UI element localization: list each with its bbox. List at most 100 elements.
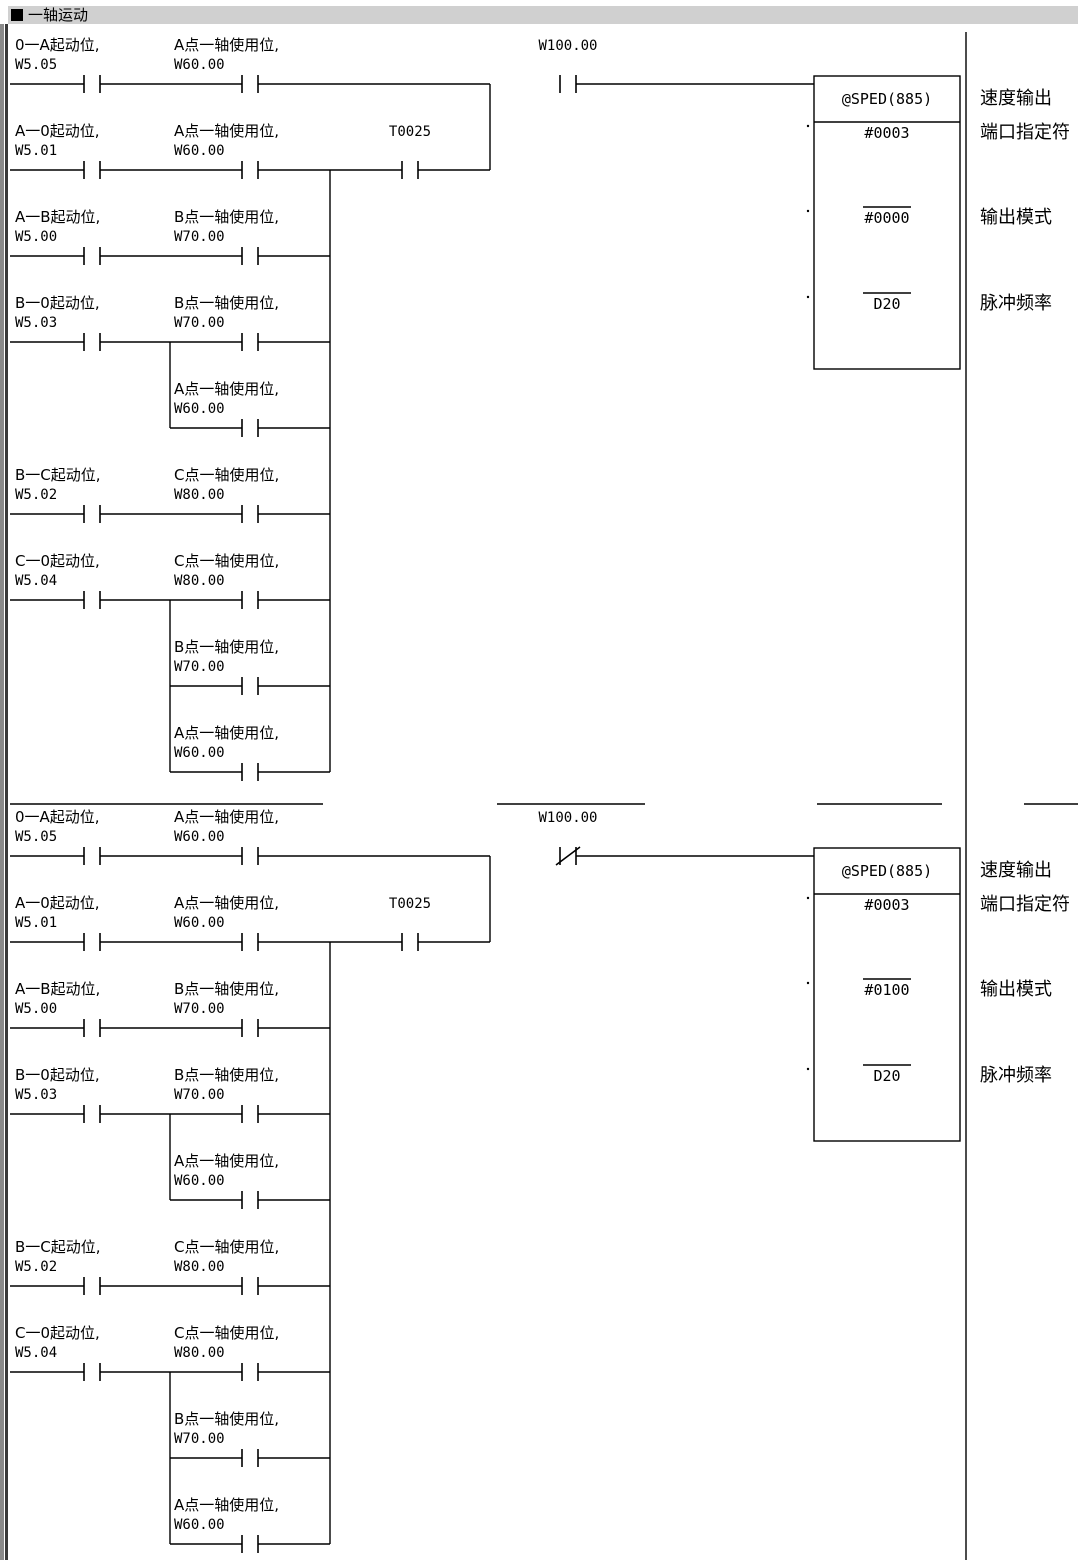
section-marker-icon xyxy=(11,9,23,21)
contact-W60-00[interactable] xyxy=(241,161,259,179)
contact-address: W60.00 xyxy=(174,1173,225,1189)
instruction-box[interactable] xyxy=(813,75,961,370)
contact-comment: A点一轴使用位, xyxy=(174,894,279,912)
left-gutter xyxy=(0,24,4,1560)
contact-comment: A点一轴使用位, xyxy=(174,808,279,826)
operand-comment: 输出模式 xyxy=(980,979,1052,1000)
contact-comment: C一0起动位, xyxy=(15,1324,100,1342)
contact-comment: B点一轴使用位, xyxy=(174,208,279,226)
contact-comment: A点一轴使用位, xyxy=(174,1152,279,1170)
operand-comment: 端口指定符 xyxy=(980,122,1070,143)
contact-comment: A点一轴使用位, xyxy=(174,724,279,742)
contact-W80-00[interactable] xyxy=(241,1277,259,1295)
contact-comment: A点一轴使用位, xyxy=(174,1496,279,1514)
contact-address: W70.00 xyxy=(174,1431,225,1447)
contact-W70-00[interactable] xyxy=(241,333,259,351)
contact-address: W70.00 xyxy=(174,1001,225,1017)
timer-contact[interactable] xyxy=(401,933,419,951)
operand-value: D20 xyxy=(873,1067,900,1085)
contact-W5-03[interactable] xyxy=(83,333,101,351)
contact-W5-00[interactable] xyxy=(83,247,101,265)
contact-comment: A一0起动位, xyxy=(15,122,100,140)
operand-marker xyxy=(806,1067,810,1071)
contact-W70-00[interactable] xyxy=(241,1019,259,1037)
contact-address: W5.04 xyxy=(15,1345,57,1361)
contact-W60-00[interactable] xyxy=(241,1191,259,1209)
contact-address: W70.00 xyxy=(174,315,225,331)
contact-W60-00[interactable] xyxy=(241,847,259,865)
instruction-comment: 速度输出 xyxy=(980,88,1052,109)
contact-W60-00[interactable] xyxy=(241,419,259,437)
contact-address: W5.02 xyxy=(15,487,57,503)
contact-address: W5.05 xyxy=(15,57,57,73)
contact-W5-04[interactable] xyxy=(83,591,101,609)
instruction-box[interactable] xyxy=(813,847,961,1142)
contact-comment: C点一轴使用位, xyxy=(174,1238,279,1256)
contact-comment: A一B起动位, xyxy=(15,980,100,998)
operand-comment: 脉冲频率 xyxy=(980,293,1052,314)
contact-W70-00[interactable] xyxy=(241,1449,259,1467)
contact-W5-01[interactable] xyxy=(83,161,101,179)
timer-contact[interactable] xyxy=(401,161,419,179)
contact-W5-05[interactable] xyxy=(83,75,101,93)
contact-W70-00[interactable] xyxy=(241,677,259,695)
contact-bar xyxy=(555,846,581,866)
operand-marker xyxy=(806,295,810,299)
contact-address: W60.00 xyxy=(174,915,225,931)
contact-address: W60.00 xyxy=(174,57,225,73)
contact-W60-00[interactable] xyxy=(241,75,259,93)
main-contact-no[interactable] xyxy=(559,75,577,93)
contact-W5-00[interactable] xyxy=(83,1019,101,1037)
contact-comment: B一0起动位, xyxy=(15,1066,100,1084)
contact-address: W5.01 xyxy=(15,143,57,159)
instruction-name: @SPED(885) xyxy=(842,90,932,108)
contact-comment: C点一轴使用位, xyxy=(174,466,279,484)
contact-W70-00[interactable] xyxy=(241,1105,259,1123)
timer-address: T0025 xyxy=(389,896,431,912)
contact-W70-00[interactable] xyxy=(241,247,259,265)
contact-address: W5.03 xyxy=(15,315,57,331)
contact-address: W5.05 xyxy=(15,829,57,845)
contact-address: W80.00 xyxy=(174,1345,225,1361)
contact-W80-00[interactable] xyxy=(241,1363,259,1381)
contact-W5-02[interactable] xyxy=(83,505,101,523)
operand-marker xyxy=(806,896,810,900)
contact-W5-04[interactable] xyxy=(83,1363,101,1381)
contact-W5-02[interactable] xyxy=(83,1277,101,1295)
left-power-rail xyxy=(5,24,8,1560)
contact-comment: A一B起动位, xyxy=(15,208,100,226)
contact-address: W80.00 xyxy=(174,1259,225,1275)
contact-W5-03[interactable] xyxy=(83,1105,101,1123)
contact-address: W70.00 xyxy=(174,229,225,245)
contact-comment: C点一轴使用位, xyxy=(174,552,279,570)
contact-comment: A点一轴使用位, xyxy=(174,380,279,398)
contact-comment: A点一轴使用位, xyxy=(174,122,279,140)
operand-marker xyxy=(806,209,810,213)
contact-address: W5.00 xyxy=(15,1001,57,1017)
timer-address: T0025 xyxy=(389,124,431,140)
contact-address: W60.00 xyxy=(174,401,225,417)
contact-W60-00[interactable] xyxy=(241,1535,259,1553)
contact-comment: A点一轴使用位, xyxy=(174,36,279,54)
main-contact-address: W100.00 xyxy=(538,810,597,826)
contact-address: W70.00 xyxy=(174,1087,225,1103)
operand-value: D20 xyxy=(873,295,900,313)
operand-comment: 脉冲频率 xyxy=(980,1065,1052,1086)
contact-address: W5.00 xyxy=(15,229,57,245)
contact-comment: B点一轴使用位, xyxy=(174,638,279,656)
contact-W5-01[interactable] xyxy=(83,933,101,951)
section-header[interactable]: 一轴运动 xyxy=(8,6,1078,24)
contact-W80-00[interactable] xyxy=(241,505,259,523)
contact-comment: B点一轴使用位, xyxy=(174,1410,279,1428)
contact-W60-00[interactable] xyxy=(241,763,259,781)
contact-comment: 0一A起动位, xyxy=(15,36,100,54)
contact-W60-00[interactable] xyxy=(241,933,259,951)
operand-marker xyxy=(806,124,810,128)
operand-comment: 端口指定符 xyxy=(980,894,1070,915)
contact-address: W5.01 xyxy=(15,915,57,931)
contact-W5-05[interactable] xyxy=(83,847,101,865)
contact-W80-00[interactable] xyxy=(241,591,259,609)
contact-address: W60.00 xyxy=(174,829,225,845)
